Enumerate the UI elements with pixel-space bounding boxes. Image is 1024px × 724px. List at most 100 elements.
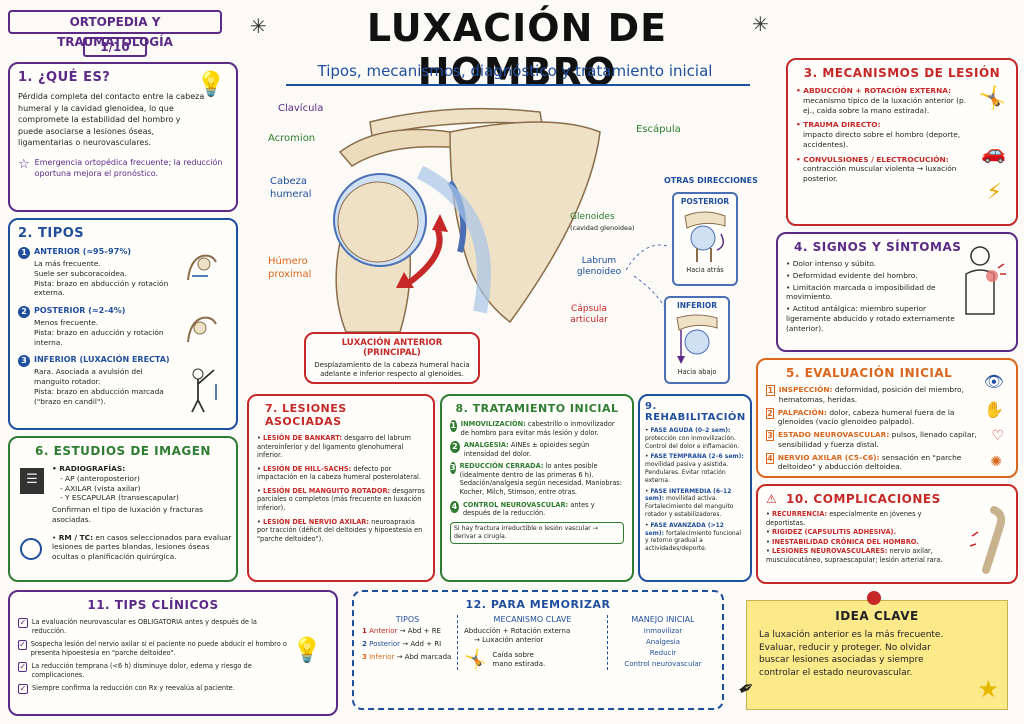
- number-badge: 3: [18, 355, 30, 368]
- section-title: 9. REHABILITACIÓN: [645, 401, 746, 423]
- tipo-name: ANTERIOR (≈95–97%): [34, 247, 131, 256]
- fall-icon: 🤸: [978, 86, 1006, 111]
- direction-sub: Hacia atrás: [686, 266, 724, 274]
- emergency-note: Emergencia ortopédica frecuente; la redu…: [34, 157, 223, 179]
- label-escapula: Escápula: [636, 124, 681, 135]
- section-title: 7. LESIONES ASOCIADAS: [265, 402, 347, 428]
- page-title: LUXACIÓN DE HOMBRO: [366, 6, 668, 94]
- section-estudios: 6. ESTUDIOS DE IMAGEN ☰ • RADIOGRAFÍAS: …: [8, 436, 238, 582]
- lightning-icon: ⚡: [986, 180, 1002, 205]
- dashed-connector: [625, 244, 669, 307]
- shoulder-sketch-icon: [187, 254, 217, 281]
- section-tips: 11. TIPS CLÍNICOS ✓La evaluación neurova…: [8, 590, 338, 716]
- page-subtitle: Tipos, mecanismos, diagnóstico y tratami…: [317, 62, 713, 80]
- tip-item: ✓La evaluación neurovascular es OBLIGATO…: [18, 618, 257, 635]
- section-title: 2. TIPOS: [18, 226, 85, 241]
- symptom-item: • Deformidad evidente del hombro.: [786, 270, 918, 280]
- direction-inferior: INFERIOR Hacia abajo: [664, 296, 730, 384]
- section-complicaciones: 10. COMPLICACIONES ⚠ • RECURRENCIA: espe…: [756, 484, 1018, 584]
- caption-text: Desplazamiento de la cabeza humeral haci…: [314, 361, 470, 379]
- lesion-item: • LESIÓN DE HILL-SACHS: defecto por impa…: [257, 464, 421, 482]
- direction-posterior: POSTERIOR Hacia atrás: [672, 192, 738, 286]
- tipo-line: Pista: brazo en abducción marcada ("braz…: [34, 386, 164, 406]
- idea-title: IDEA CLAVE: [835, 609, 919, 623]
- pin-icon: [867, 591, 881, 605]
- direction-label: POSTERIOR: [680, 197, 730, 206]
- label-acromion: Acromion: [268, 133, 316, 144]
- label-capsula: Cápsula articular: [570, 304, 608, 326]
- complication-item: • LESIONES NEUROVASCULARES: nervio axila…: [766, 547, 943, 564]
- car-icon: 🚗: [981, 140, 1006, 164]
- inferior-shoulder-icon: [676, 314, 718, 364]
- complication-item: • INESTABILIDAD CRÓNICA DEL HOMBRO.: [766, 537, 919, 546]
- shoulder-anatomy-diagram: [333, 107, 601, 332]
- tip-item: ✓Sospecha lesión del nervio axilar si el…: [18, 640, 287, 657]
- bulb-icon: 💡: [196, 70, 226, 98]
- number-badge: 2: [18, 306, 30, 319]
- falling-person-icon: 🤸: [464, 649, 487, 671]
- section-title: 1. ¿QUÉ ES?: [18, 70, 111, 85]
- shoulder-sketch-icon: [187, 316, 217, 343]
- rehab-item: • FASE TEMPRANA (2–6 sem): movilidad pas…: [645, 453, 744, 484]
- memo-mecanismo: MECANISMO CLAVE Abducción + Rotación ext…: [458, 615, 608, 671]
- symptom-item: • Dolor intenso y súbito.: [786, 259, 877, 268]
- section-rehab: 9. REHABILITACIÓN • FASE AGUDA (0–2 sem)…: [638, 394, 752, 582]
- specialty-badge: ORTOPEDIA Y TRAUMATOLOGÍA: [8, 10, 222, 49]
- tipo-line: Pista: brazo en aducción y rotación inte…: [34, 327, 164, 347]
- section-memorizar: 12. PARA MEMORIZAR TIPOS 1 Anterior → Ab…: [352, 590, 724, 710]
- star-icon: ☆: [18, 156, 30, 172]
- memo-tipos: TIPOS 1 Anterior → Abd + RE 2 Posterior …: [362, 615, 458, 671]
- tipo-name: INFERIOR (LUXACIÓN ERECTA): [34, 355, 170, 365]
- bulb-icon: 💡: [292, 636, 322, 664]
- caption-title: LUXACIÓN ANTERIOR (PRINCIPAL): [341, 338, 443, 358]
- tipo-line: Rara. Asociada a avulsión del manguito r…: [34, 367, 143, 387]
- rx-item: - Y ESCAPULAR (transescapular): [60, 493, 179, 503]
- direction-sub: Hacia abajo: [677, 368, 717, 376]
- rx-note: Confirman el tipo de luxación y fractura…: [52, 505, 204, 524]
- complication-item: • RIGIDEZ (CAPSULITIS ADHESIVA).: [766, 528, 897, 537]
- label-glenoides: Glenoides: [570, 212, 615, 222]
- rx-head: • RADIOGRAFÍAS:: [52, 464, 126, 473]
- section-title: 11. TIPS CLÍNICOS: [87, 598, 219, 612]
- section-title: 5. EVALUACIÓN INICIAL: [786, 366, 953, 380]
- diagram-caption: LUXACIÓN ANTERIOR (PRINCIPAL) Desplazami…: [304, 332, 480, 384]
- sparkle-icon: ✳: [250, 14, 267, 38]
- idea-text: La luxación anterior es la más frecuente…: [759, 630, 944, 678]
- page-number: 1/10: [83, 37, 147, 57]
- section-title: 12. PARA MEMORIZAR: [465, 598, 611, 611]
- label-humero-proximal: Húmero proximal: [268, 256, 312, 280]
- arm-raised-icon: [191, 368, 217, 413]
- mechanism-item: • CONVULSIONES / ELECTROCUCIÓN:contracci…: [796, 154, 957, 184]
- rehab-item: • FASE AVANZADA (>12 sem): fortalecimien…: [645, 521, 742, 553]
- label-cabeza-humeral: Cabeza humeral: [270, 176, 312, 200]
- lesion-item: • LESIÓN DE BANKART: desgarro del labrum…: [257, 434, 411, 460]
- pain-figure-icon: [965, 246, 1006, 315]
- rehab-item: • FASE INTERMEDIA (6–12 sem): movilidad …: [645, 487, 734, 518]
- tipo-name: POSTERIOR (≈2–4%): [34, 306, 126, 316]
- tipo-line: Pista: brazo en abducción y rotación ext…: [34, 278, 169, 298]
- otras-direcciones-title: OTRAS DIRECCIONES: [664, 176, 758, 185]
- lesion-item: • LESIÓN DEL MANGUITO ROTADOR: desgarros…: [257, 486, 425, 512]
- surgery-note: Si hay fractura irreductible o lesión va…: [450, 521, 624, 544]
- nerve-icon: ✺: [990, 454, 1002, 470]
- memo-manejo: MANEJO INICIAL Inmovilizar Analgesia Red…: [624, 615, 702, 669]
- section-mecanismos: 3. MECANISMOS DE LESIÓN • ABDUCCIÓN + RO…: [786, 58, 1018, 226]
- heartbeat-icon: ♡: [991, 428, 1004, 444]
- mechanism-item: • ABDUCCIÓN + ROTACIÓN EXTERNA:mecanismo…: [796, 86, 967, 115]
- tip-item: ✓La reducción temprana (<6 h) disminuye …: [18, 662, 252, 679]
- tip-item: ✓Siempre confirma la reducción con Rx y …: [18, 684, 235, 695]
- symptom-item: • Actitud antálgica: miembro superior li…: [786, 304, 955, 333]
- number-badge: 1: [18, 247, 30, 259]
- section-title: 10. COMPLICACIONES: [786, 492, 941, 506]
